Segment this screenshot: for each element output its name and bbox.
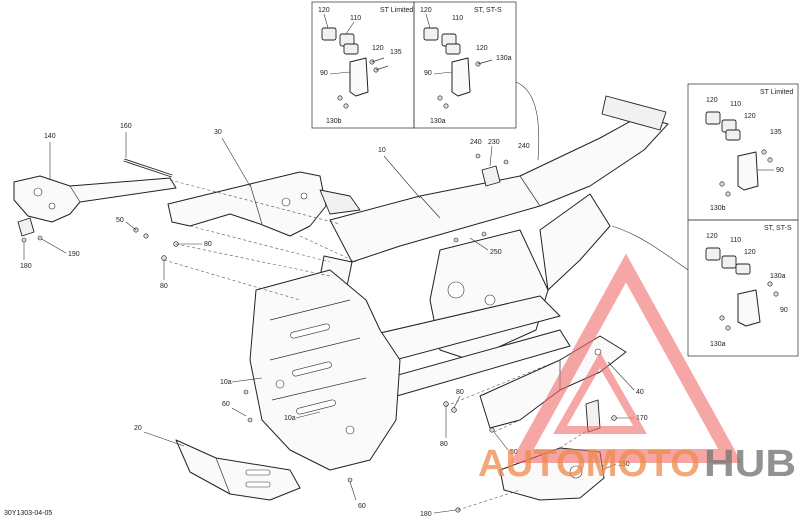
part-160-rod <box>123 158 173 178</box>
callout-10a-b: 10a <box>284 415 296 422</box>
callout-40: 40 <box>636 389 644 396</box>
callout-230: 230 <box>488 139 500 146</box>
watermark-inner-triangle <box>553 351 647 434</box>
callout-80-a: 80 <box>204 241 212 248</box>
callout-120-g: 120 <box>706 233 718 240</box>
callout-140: 140 <box>44 133 56 140</box>
callout-170: 170 <box>636 415 648 422</box>
callout-120-e: 120 <box>706 97 718 104</box>
assembly-dashed-lines <box>163 179 589 511</box>
callout-250: 250 <box>490 249 502 256</box>
callout-130a-c: 130a <box>770 273 786 280</box>
inset-right-lower-title: ST, ST-S <box>764 225 792 232</box>
callout-90-a: 90 <box>320 70 328 77</box>
callout-120-c: 120 <box>420 7 432 14</box>
callout-110-d: 110 <box>730 237 741 244</box>
callout-180-a: 180 <box>20 263 32 270</box>
callout-135-b: 135 <box>770 129 782 136</box>
inset-top-left: ST Limited 120 110 120 135 90 130b <box>311 1 415 129</box>
callout-90-c: 90 <box>776 167 784 174</box>
part-10-main-frame <box>249 95 669 471</box>
callout-190: 190 <box>68 251 80 258</box>
callout-10: 10 <box>378 147 386 154</box>
callout-60-a: 60 <box>222 401 230 408</box>
inset-right-upper-frame <box>687 83 799 221</box>
watermark-triangle <box>510 253 742 463</box>
document-id: 30Y1303-04-05 <box>4 510 52 517</box>
inset-pointer-right <box>611 225 689 271</box>
callout-110-c: 110 <box>730 101 741 108</box>
inset-right-lower: ST, ST-S 120 110 120 130a 90 130a <box>687 219 799 357</box>
inset-right-upper: ST Limited 120 110 120 135 90 130b <box>687 83 799 221</box>
callout-120-h: 120 <box>744 249 756 256</box>
callout-120-f: 120 <box>744 113 756 120</box>
callout-90-b: 90 <box>424 70 432 77</box>
inset-pointer-top <box>515 81 540 161</box>
callout-160: 160 <box>120 123 132 130</box>
part-140-front-bracket <box>13 175 177 237</box>
inset-top-right-frame <box>413 1 517 129</box>
inset-right-upper-parts <box>705 111 773 197</box>
callout-80-c: 80 <box>456 389 464 396</box>
watermark-word-hub: HUB <box>704 443 796 485</box>
callout-130a-a: 130a <box>496 55 512 62</box>
inset-right-lower-parts <box>705 247 779 331</box>
callout-130b-b: 130b <box>710 205 726 212</box>
callout-120-d: 120 <box>476 45 488 52</box>
part-20-front-skid <box>175 439 301 501</box>
callout-30: 30 <box>214 129 222 136</box>
callout-60-b: 60 <box>358 503 366 510</box>
inset-right-upper-title: ST Limited <box>760 89 793 96</box>
callout-20: 20 <box>134 425 142 432</box>
inset-top-right-title: ST, ST-S <box>474 7 502 14</box>
watermark-logo: AUTOMOTO HUB <box>478 253 796 485</box>
callout-120-b: 120 <box>372 45 384 52</box>
callout-180-b: 180 <box>420 511 432 518</box>
watermark-word-auto: AUTOMOTO <box>478 443 700 485</box>
inset-top-left-parts <box>321 27 389 109</box>
callout-50-a: 50 <box>116 217 124 224</box>
callout-130a-b: 130a <box>430 118 446 125</box>
callout-130b-a: 130b <box>326 118 342 125</box>
callout-150: 150 <box>618 461 630 468</box>
callout-240-b: 240 <box>518 143 530 150</box>
part-30-upper-bracket <box>167 171 361 237</box>
callout-130a-d: 130a <box>710 341 726 348</box>
callout-110-b: 110 <box>452 15 463 22</box>
callout-10a-a: 10a <box>220 379 232 386</box>
callout-80-d: 80 <box>440 441 448 448</box>
inset-top-right: ST, ST-S 120 110 120 130a 90 130a <box>413 1 517 129</box>
callout-110-a: 110 <box>350 15 361 22</box>
callout-240-a: 240 <box>470 139 482 146</box>
inset-top-right-parts <box>423 27 493 109</box>
callout-90-d: 90 <box>780 307 788 314</box>
callout-50-b: 50 <box>510 449 518 456</box>
callout-80-b: 80 <box>160 283 168 290</box>
callout-135-a: 135 <box>390 49 402 56</box>
inset-right-lower-frame <box>687 219 799 357</box>
callout-120-a: 120 <box>318 7 330 14</box>
inset-top-left-title: ST Limited <box>380 7 413 14</box>
